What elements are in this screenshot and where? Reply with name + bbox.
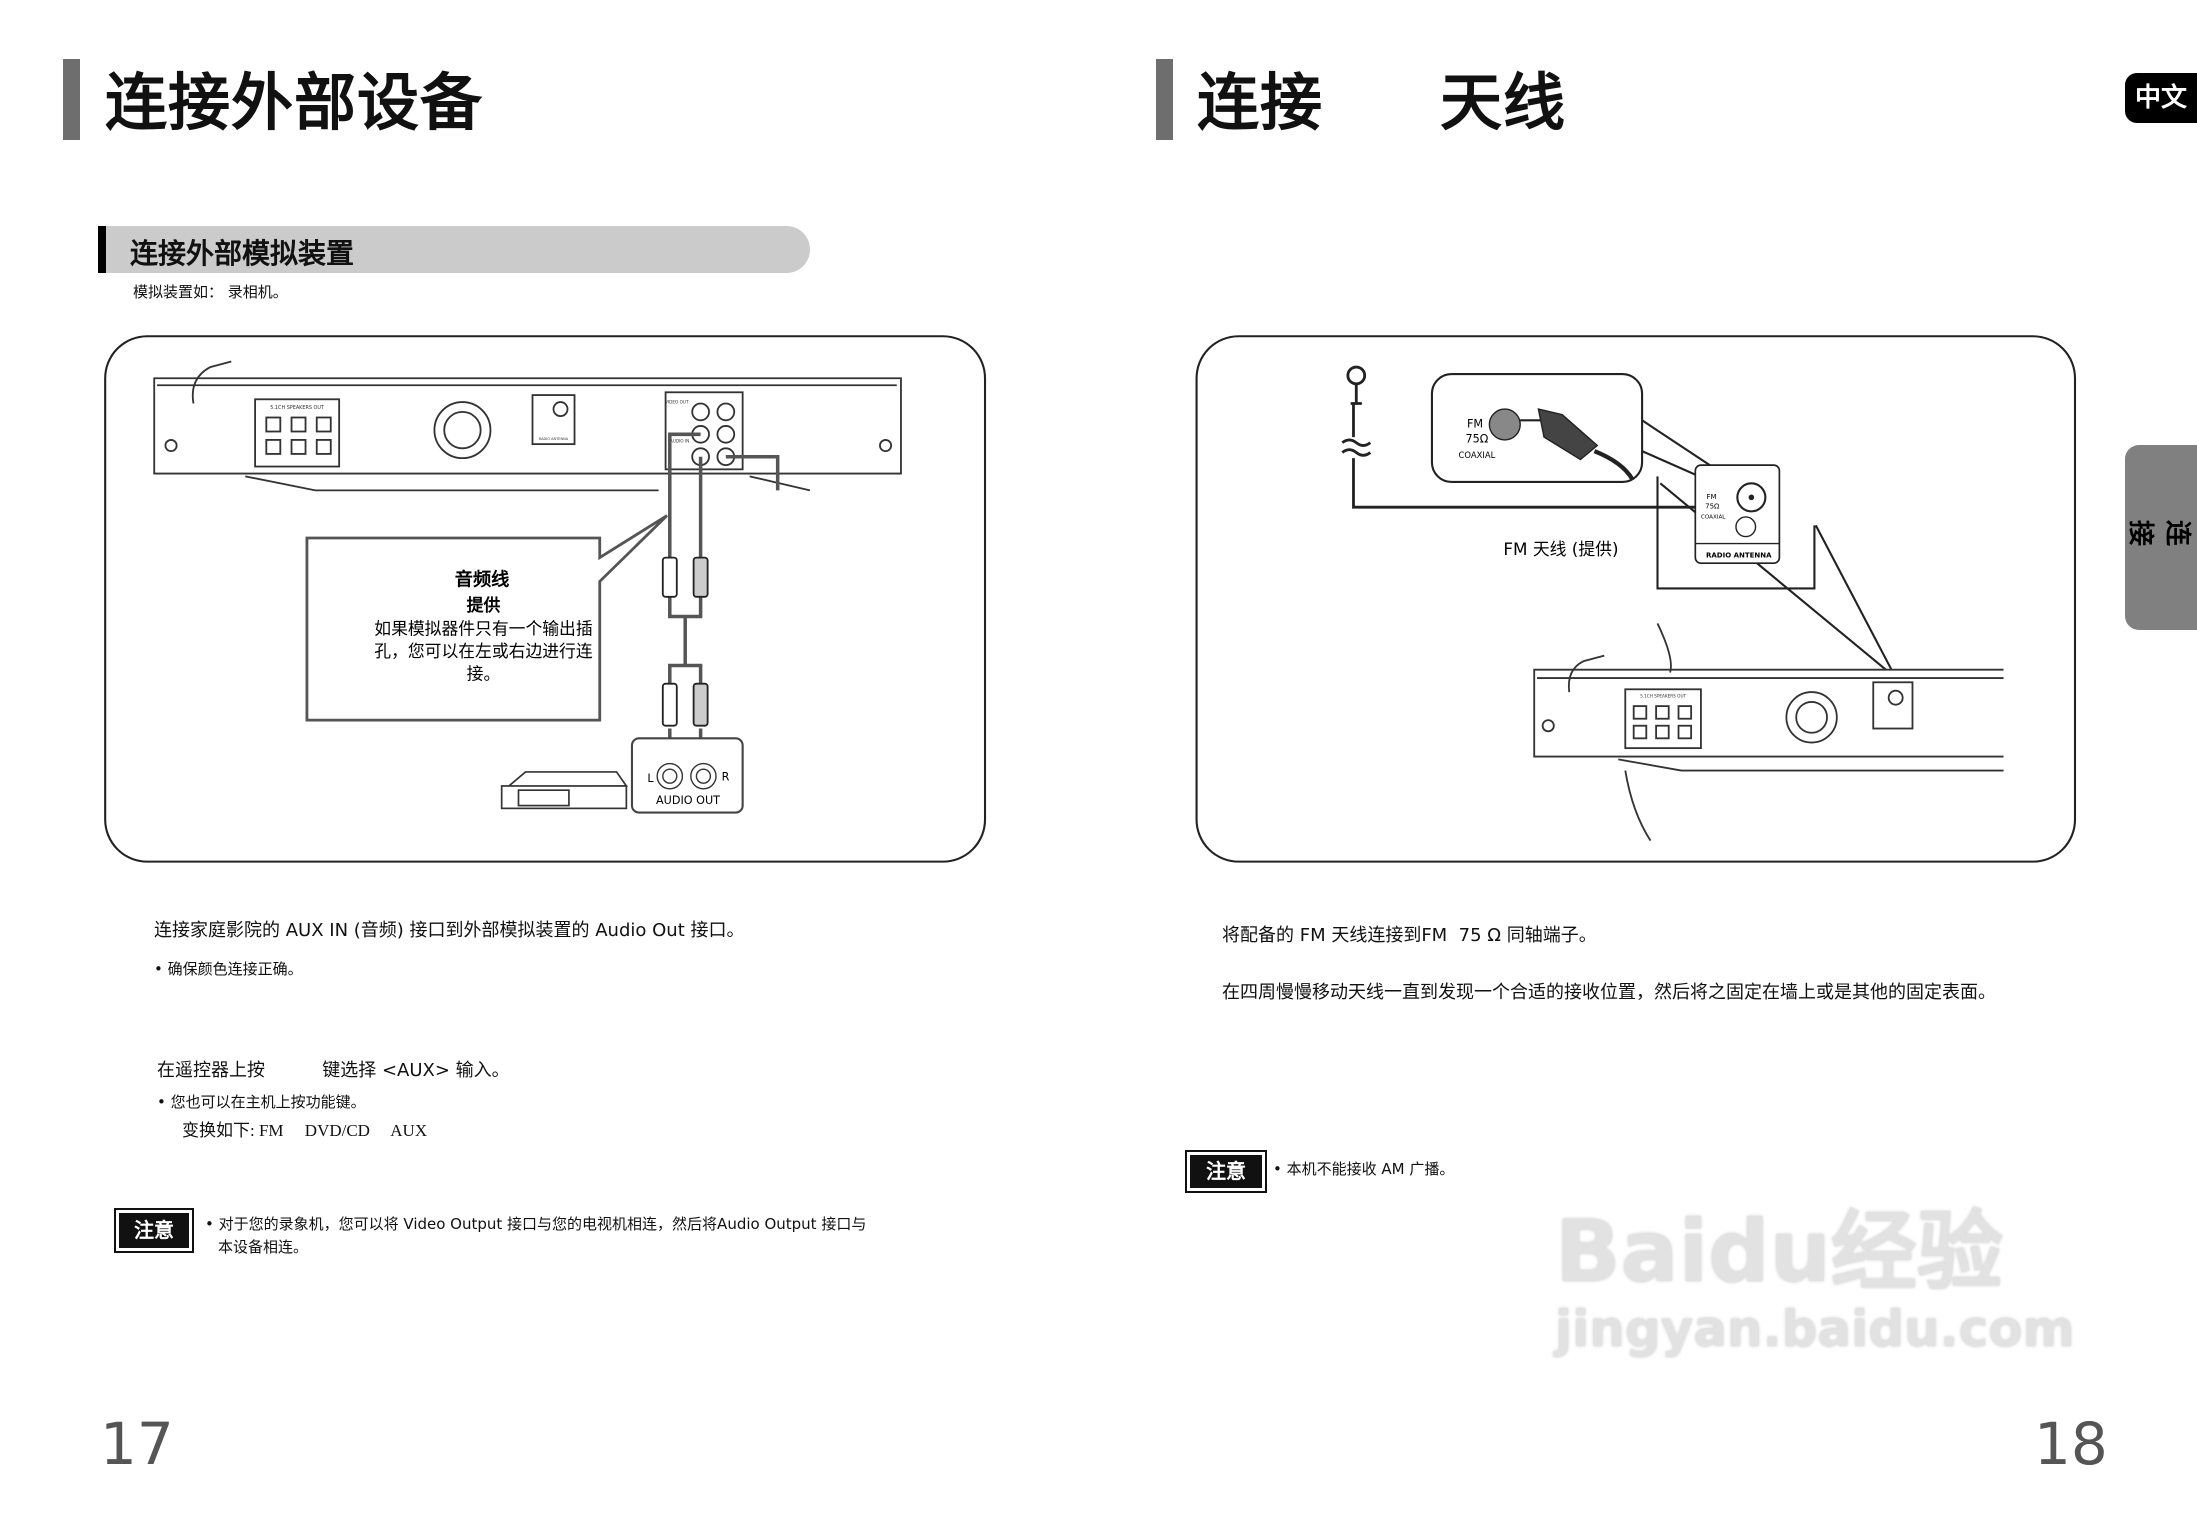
language-tab[interactable]: 中文: [2125, 73, 2197, 123]
side-tab-connect[interactable]: 连接: [2125, 445, 2197, 630]
right-step1: 将配备的 FM 天线连接到FM 75 Ω 同轴端子。: [1222, 925, 1597, 946]
page-title-right-part1: 连接: [1197, 66, 1324, 139]
video-out-label: VIDEO OUT: [665, 399, 689, 404]
receiver-rear-panel-right: [1533, 623, 2004, 842]
panel-coaxial-label: COAXIAL: [1701, 514, 1726, 520]
watermark-line2: jingyan.baidu.com: [1555, 1299, 2075, 1358]
speakers-out-label-right: 5.1CH SPEAKERS OUT: [1640, 694, 1686, 699]
left-note-line1: • 对于您的录象机，您可以将 Video Output 接口与您的电视机相连，然…: [205, 1215, 867, 1233]
left-diagram-frame: [104, 335, 987, 863]
baidu-watermark: Baidu经验 jingyan.baidu.com: [1555, 1205, 2075, 1358]
note-badge-right: 注意: [1185, 1150, 1267, 1193]
audio-cable: [668, 432, 780, 774]
audio-out-panel: [630, 737, 744, 814]
inset-ohm-label: 75Ω: [1466, 433, 1489, 446]
antenna-caption: FM 天线 (提供): [1503, 539, 1618, 559]
inset-coaxial-label: COAXIAL: [1459, 450, 1496, 460]
rca-plugs: [661, 556, 709, 727]
audio-out-right-label: R: [722, 770, 730, 783]
left-step1-bullet: • 确保颜色连接正确。: [154, 960, 303, 978]
page-number-right: 18: [2034, 1410, 2108, 1478]
callout-subtitle: 提供: [467, 595, 501, 615]
vcr-device: [500, 771, 628, 810]
connector-inset: [1430, 373, 1644, 483]
left-step1: 连接家庭影院的 AUX IN (音频) 接口到外部模拟装置的 Audio Out…: [154, 920, 745, 941]
callout-box: [305, 514, 668, 722]
left-step2: 在遥控器上按 键选择 <AUX> 输入。: [157, 1060, 510, 1081]
inset-fm-label: FM: [1467, 417, 1483, 430]
note-badge-left: 注意: [114, 1208, 194, 1253]
panel-radio-antenna-label: RADIO ANTENNA: [1706, 552, 1772, 560]
coax-plug: [1488, 408, 1635, 481]
fm-antenna-wire: [1341, 365, 1738, 509]
right-step2: 在四周慢慢移动天线一直到发现一个合适的接收位置，然后将之固定在墙上或是其他的固定…: [1222, 982, 1996, 1003]
left-step2-bullet: • 您也可以在主机上按功能键。: [157, 1093, 366, 1111]
callout-title: 音频线: [455, 569, 510, 591]
audio-out-left-label: L: [647, 772, 654, 785]
left-note-line2: 本设备相连。: [218, 1238, 309, 1256]
section-header: 连接外部模拟装置: [98, 226, 810, 273]
section-subtitle: 模拟装置如： 录相机。: [133, 283, 288, 301]
right-diagram-frame: [1195, 335, 2077, 863]
callout-text-2: 孔，您可以在左或右边进行连: [374, 641, 593, 661]
title-bar-left: [63, 59, 80, 140]
speakers-out-label: 5.1CH SPEAKERS OUT: [270, 405, 324, 411]
watermark-line1: Baidu经验: [1555, 1202, 2003, 1302]
title-bar-right: [1156, 59, 1173, 140]
callout-text-3: 接。: [467, 663, 501, 683]
left-step2-sequence: 变换如下: FM DVD/CD AUX: [182, 1121, 428, 1140]
audio-in-label: AUDIO IN: [670, 439, 689, 444]
page-title-left: 连接外部设备: [105, 66, 484, 139]
audio-out-label: AUDIO OUT: [656, 794, 720, 807]
callout-text-1: 如果模拟器件只有一个输出插: [374, 619, 592, 639]
right-note-text: • 本机不能接收 AM 广播。: [1273, 1160, 1455, 1178]
radio-antenna-label-left: RADIO ANTENNA: [539, 437, 569, 441]
section-header-text: 连接外部模拟装置: [130, 237, 355, 270]
panel-fm-label: FM: [1707, 493, 1717, 501]
page-number-left: 17: [100, 1410, 174, 1478]
panel-ohm-label: 75Ω: [1705, 503, 1720, 511]
receiver-rear-panel: [153, 360, 902, 492]
page-title-right-part2: 天线: [1440, 66, 1567, 139]
